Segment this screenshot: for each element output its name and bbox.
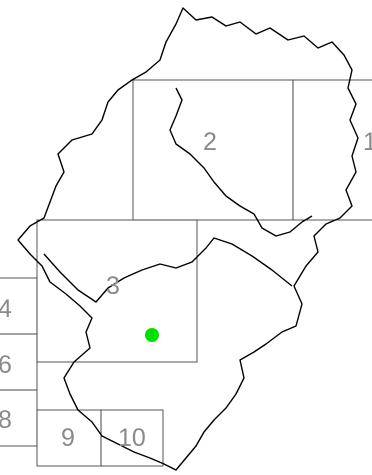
grid-label-4: 4 xyxy=(0,295,12,323)
grid-label-9: 9 xyxy=(61,424,75,452)
grid-label-10: 10 xyxy=(118,424,146,452)
grid-label-6: 6 xyxy=(0,351,12,379)
map-grid xyxy=(0,79,372,467)
grid-labels: 2 1 3 4 6 8 9 10 xyxy=(0,128,372,452)
location-marker[interactable] xyxy=(145,328,159,342)
grid-label-1: 1 xyxy=(363,128,372,156)
inner-boundary xyxy=(169,87,313,237)
grid-label-8: 8 xyxy=(0,406,12,434)
grid-label-2: 2 xyxy=(203,128,217,156)
grid-cell-1[interactable] xyxy=(292,79,372,221)
grid-cell-10[interactable] xyxy=(100,409,164,467)
grid-label-3: 3 xyxy=(106,272,120,300)
region-boundary xyxy=(17,7,359,471)
inner-boundary-2 xyxy=(43,237,293,303)
